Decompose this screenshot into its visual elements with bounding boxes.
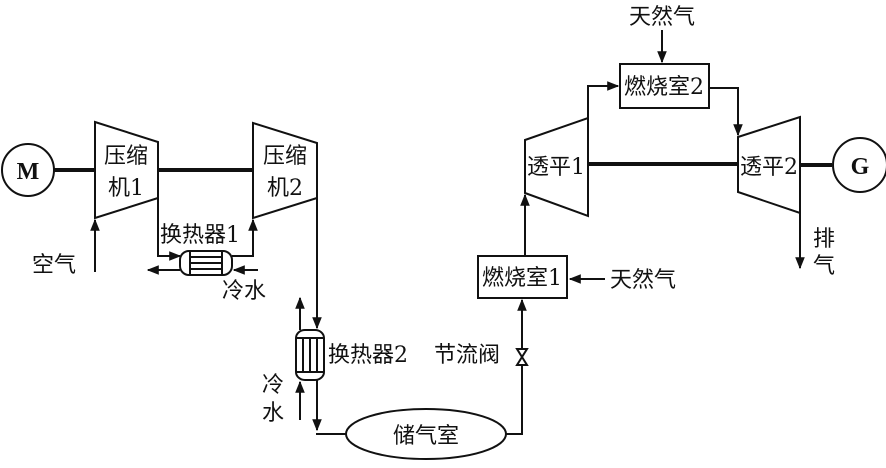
heat-exchanger2-label: 换热器2 <box>328 343 408 368</box>
generator-label: G <box>851 154 870 180</box>
flow-turbine1-combustor2 <box>587 81 620 118</box>
combustor1-label: 燃烧室1 <box>482 266 562 291</box>
compressor2: 压缩 机2 <box>252 121 318 220</box>
turbine1-label: 透平1 <box>527 155 585 180</box>
heat-exchanger1-label: 换热器1 <box>160 223 240 248</box>
combustor1-box <box>477 255 568 299</box>
throttle-valve-label: 节流阀 <box>434 343 500 368</box>
turbine1-shape <box>524 116 589 218</box>
compressor2-shape <box>252 121 318 220</box>
combustor2: 燃烧室2 <box>619 63 710 109</box>
motor-label: M <box>17 159 40 185</box>
storage-label: 储气室 <box>393 424 459 449</box>
storage-chamber: 储气室 <box>345 408 507 460</box>
generator: G <box>832 137 886 193</box>
exhaust-label-line2: 气 <box>813 254 835 279</box>
compressor1-shape <box>94 120 159 220</box>
compressor2-label-line2: 机2 <box>267 176 303 201</box>
exhaust-label-line1: 排 <box>813 227 835 252</box>
cold-water1-label: 冷水 <box>222 279 266 304</box>
flow-compressor1-hx1 <box>157 198 182 261</box>
compressor1-label-line1: 压缩 <box>104 144 148 169</box>
heat-exchanger1 <box>179 250 233 276</box>
turbine2: 透平2 <box>737 115 801 215</box>
throttle-valve-symbol <box>515 348 529 366</box>
heat-exchanger2 <box>295 329 325 381</box>
generator-circle <box>832 137 886 193</box>
combustor2-label: 燃烧室2 <box>624 75 704 100</box>
turbine2-label: 透平2 <box>740 155 798 180</box>
air-label: 空气 <box>32 253 76 278</box>
cold-water2-label-line1: 冷 <box>262 373 284 398</box>
throttle-valve <box>515 348 529 366</box>
compressor1: 压缩 机1 <box>94 120 159 220</box>
combustor1: 燃烧室1 <box>477 255 568 299</box>
natural-gas2-label: 天然气 <box>629 5 695 30</box>
flow-hx1-compressor2 <box>232 218 258 257</box>
cold-water2-label-line2: 水 <box>262 401 284 426</box>
combustor2-box <box>619 63 710 109</box>
flow-storage-valve <box>506 372 523 435</box>
natural-gas1-label: 天然气 <box>610 268 676 293</box>
turbine1: 透平1 <box>524 116 589 218</box>
motor: M <box>1 143 55 197</box>
compressor1-label-line2: 机1 <box>108 176 144 201</box>
compressor2-label-line1: 压缩 <box>263 144 307 169</box>
flow-combustor2-turbine2 <box>709 87 743 137</box>
